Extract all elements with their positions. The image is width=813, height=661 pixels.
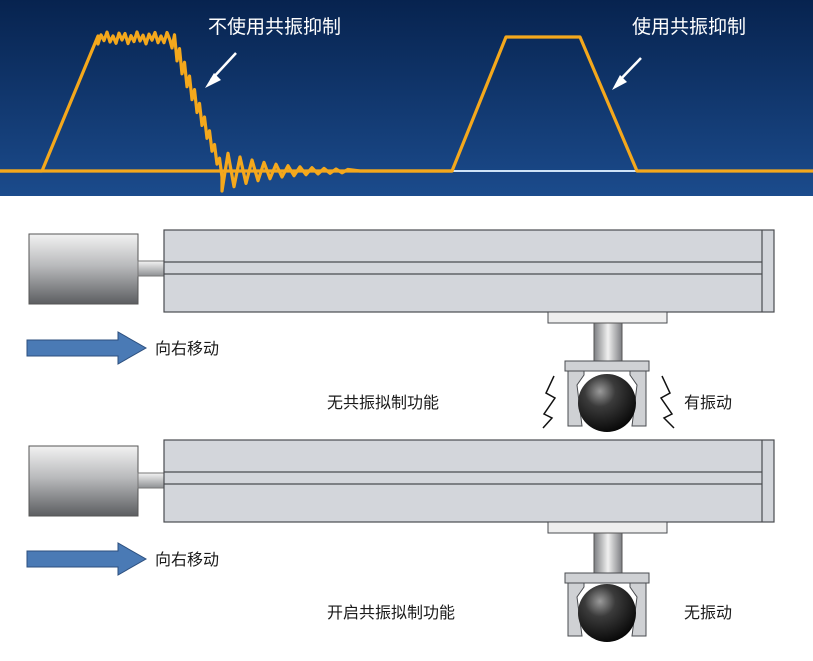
waveform-panel (0, 0, 813, 196)
direction-label-on: 向右移动 (155, 550, 220, 569)
pointer-arrow-with (612, 57, 642, 90)
ball-object (578, 584, 636, 642)
mechanism-scenario-off (26, 229, 775, 432)
motor-shaft (137, 260, 167, 277)
vertical-rod (593, 532, 623, 574)
slider-block (547, 311, 668, 324)
waveform-with-suppression (0, 35, 813, 173)
motor-shaft (137, 472, 167, 489)
result-label-on: 无振动 (684, 603, 733, 622)
waveform-without-suppression (0, 30, 454, 193)
gripper-plate (564, 360, 650, 372)
result-label-off: 有振动 (684, 393, 733, 412)
gripper-plate (564, 572, 650, 584)
direction-label-off: 向右移动 (155, 339, 220, 358)
function-label-on: 开启共振拟制功能 (327, 603, 456, 622)
label-with-suppression: 使用共振抑制 (632, 16, 747, 38)
mechanism-scenario-on (26, 439, 775, 642)
pointer-arrow-without (205, 52, 237, 88)
vibration-mark-left (542, 375, 557, 429)
direction-arrow (26, 542, 148, 576)
motor (28, 445, 139, 517)
direction-arrow (26, 331, 148, 365)
ball-object (578, 374, 636, 432)
slider-block (547, 521, 668, 534)
motor (28, 233, 139, 305)
vibration-mark-right (659, 375, 675, 429)
linear-rail (163, 229, 775, 313)
vertical-rod (593, 322, 623, 362)
function-label-off: 无共振拟制功能 (327, 393, 440, 412)
label-without-suppression: 不使用共振抑制 (208, 16, 342, 38)
linear-rail (163, 439, 775, 523)
